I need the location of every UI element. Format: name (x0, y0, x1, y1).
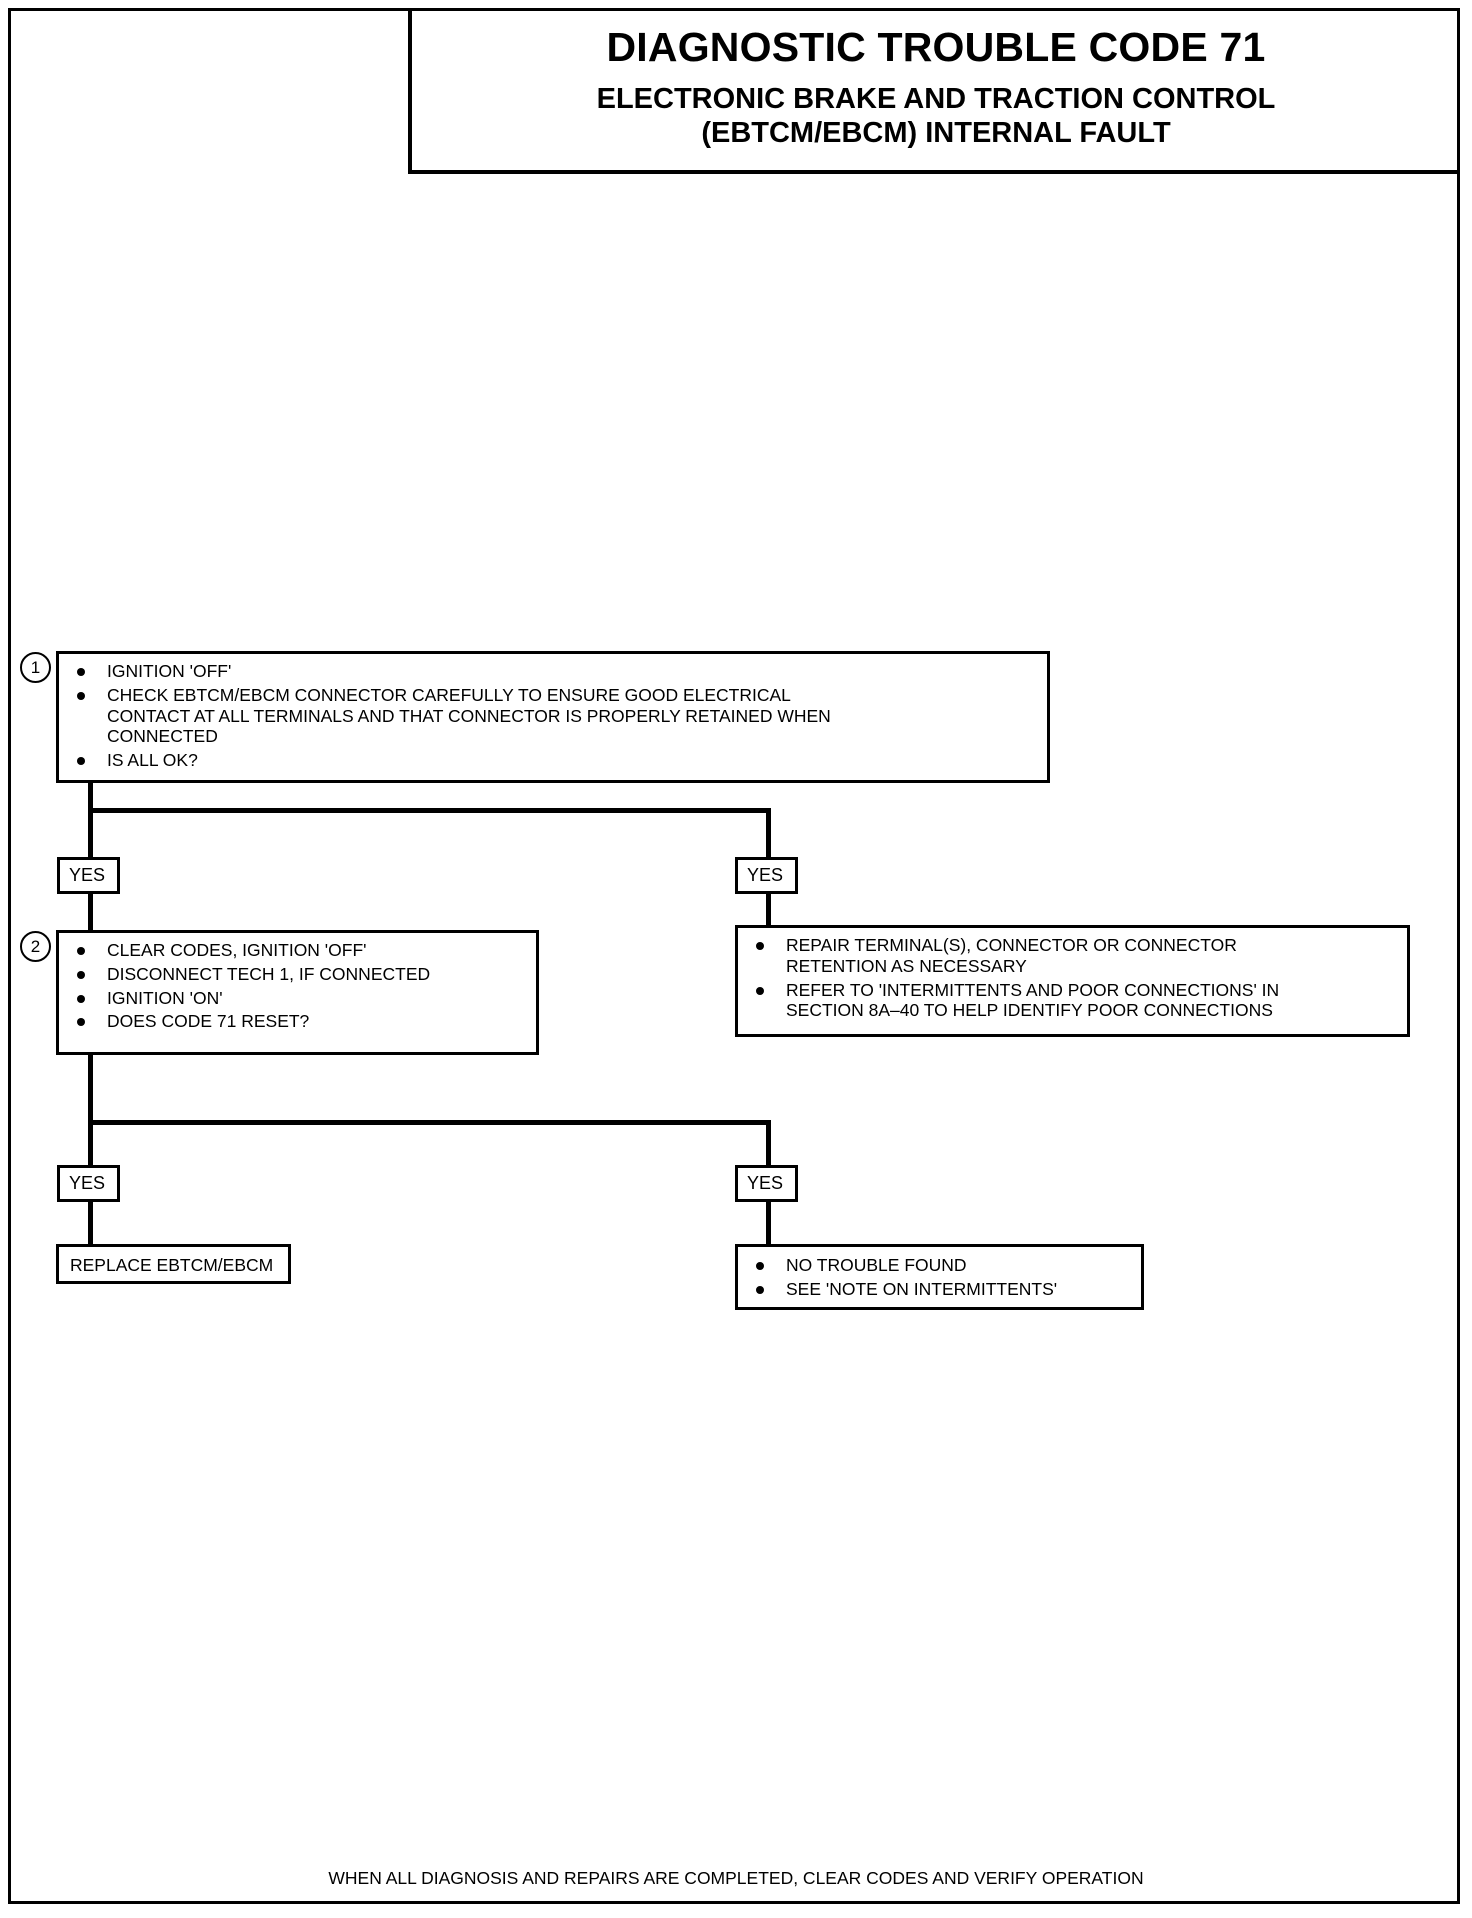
step-1-box: IGNITION 'OFF' CHECK EBTCM/EBCM CONNECTO… (56, 651, 1050, 783)
bullet-text: IS ALL OK? (107, 750, 198, 771)
bullet-dot-icon (756, 1285, 764, 1294)
bullet-dot-icon (77, 970, 85, 979)
bullet-dot-icon (756, 986, 764, 995)
bullet-dot-icon (77, 994, 85, 1003)
bullet-dot-icon (77, 757, 85, 766)
bullet-text: CLEAR CODES, IGNITION 'OFF' (107, 940, 367, 960)
bullet-text: DOES CODE 71 RESET? (107, 1011, 310, 1032)
connector-right-yes-to-repair (766, 894, 771, 925)
list-item: REFER TO 'INTERMITTENTS AND POOR CONNECT… (750, 980, 1397, 1022)
bullet-dot-icon (77, 947, 85, 955)
connector-branch2-right-drop (766, 1120, 771, 1165)
list-item: DOES CODE 71 RESET? (71, 1011, 526, 1032)
connector-step2-down (88, 1055, 93, 1165)
connector-left-yes-to-replace (88, 1202, 93, 1246)
no-trouble-found-box: NO TROUBLE FOUND SEE 'NOTE ON INTERMITTE… (735, 1244, 1144, 1310)
bullet-text-cont: RETENTION AS NECESSARY (786, 955, 1027, 976)
branch-1-left-yes-tag: YES (57, 857, 120, 894)
list-item: CHECK EBTCM/EBCM CONNECTOR CAREFULLY TO … (71, 685, 1037, 747)
list-item: NO TROUBLE FOUND (750, 1255, 1131, 1276)
page-subtitle: ELECTRONIC BRAKE AND TRACTION CONTROL (E… (412, 82, 1460, 150)
bullet-text: REFER TO 'INTERMITTENTS AND POOR CONNECT… (786, 979, 1280, 1000)
bullet-dot-icon (77, 691, 85, 700)
connector-branch1-right-drop (766, 808, 771, 857)
bullet-text-cont: CONNECTED (107, 726, 218, 747)
replace-ebtcm-text: REPLACE EBTCM/EBCM (70, 1255, 274, 1275)
repair-bullet-list: REPAIR TERMINAL(S), CONNECTOR OR CONNECT… (750, 935, 1397, 1021)
bullet-text: IGNITION 'OFF' (107, 661, 232, 681)
page-border (8, 8, 1460, 1904)
repair-terminals-box: REPAIR TERMINAL(S), CONNECTOR OR CONNECT… (735, 925, 1410, 1037)
bullet-text: IGNITION 'ON' (107, 987, 223, 1008)
bullet-dot-icon (756, 1262, 764, 1270)
title-block: DIAGNOSTIC TROUBLE CODE 71 ELECTRONIC BR… (408, 11, 1460, 174)
step-number-2: 2 (20, 931, 51, 962)
connector-right-yes-to-no-trouble (766, 1202, 771, 1246)
bullet-dot-icon (77, 668, 85, 676)
list-item: IS ALL OK? (71, 750, 1037, 771)
page-title: DIAGNOSTIC TROUBLE CODE 71 (606, 24, 1266, 70)
list-item: IGNITION 'OFF' (71, 661, 1037, 682)
step-2-box: CLEAR CODES, IGNITION 'OFF' DISCONNECT T… (56, 930, 539, 1055)
footer-note: WHEN ALL DIAGNOSIS AND REPAIRS ARE COMPL… (328, 1868, 1144, 1888)
step-2-bullet-list: CLEAR CODES, IGNITION 'OFF' DISCONNECT T… (71, 940, 526, 1032)
list-item: IGNITION 'ON' (71, 988, 526, 1009)
connector-branch2-bar (88, 1120, 771, 1125)
step-number-1: 1 (20, 652, 51, 683)
branch-2-left-yes-tag: YES (57, 1165, 120, 1202)
no-trouble-bullet-list: NO TROUBLE FOUND SEE 'NOTE ON INTERMITTE… (750, 1255, 1131, 1300)
connector-left-yes-to-step2 (88, 894, 93, 931)
bullet-text: SEE 'NOTE ON INTERMITTENTS' (786, 1278, 1058, 1299)
bullet-text: CHECK EBTCM/EBCM CONNECTOR CAREFULLY TO … (107, 684, 791, 705)
bullet-text: NO TROUBLE FOUND (786, 1255, 967, 1275)
bullet-text-cont: SECTION 8A–40 TO HELP IDENTIFY POOR CONN… (786, 1000, 1273, 1021)
bullet-text: DISCONNECT TECH 1, IF CONNECTED (107, 963, 431, 984)
page-subtitle-line-2: (EBTCM/EBCM) INTERNAL FAULT (701, 117, 1171, 150)
bullet-dot-icon (77, 1018, 85, 1027)
branch-1-right-yes-tag: YES (735, 857, 798, 894)
bullet-dot-icon (756, 942, 764, 950)
branch-2-right-yes-tag: YES (735, 1165, 798, 1202)
connector-step1-down (88, 783, 93, 857)
connector-branch1-bar (88, 808, 771, 813)
list-item: DISCONNECT TECH 1, IF CONNECTED (71, 964, 526, 985)
bullet-text-cont: CONTACT AT ALL TERMINALS AND THAT CONNEC… (107, 705, 831, 726)
bullet-text: REPAIR TERMINAL(S), CONNECTOR OR CONNECT… (786, 935, 1237, 955)
list-item: SEE 'NOTE ON INTERMITTENTS' (750, 1279, 1131, 1300)
list-item: REPAIR TERMINAL(S), CONNECTOR OR CONNECT… (750, 935, 1397, 977)
page-subtitle-line-1: ELECTRONIC BRAKE AND TRACTION CONTROL (596, 83, 1276, 116)
step-1-bullet-list: IGNITION 'OFF' CHECK EBTCM/EBCM CONNECTO… (71, 661, 1037, 771)
list-item: CLEAR CODES, IGNITION 'OFF' (71, 940, 526, 961)
replace-ebtcm-box: REPLACE EBTCM/EBCM (56, 1244, 291, 1284)
